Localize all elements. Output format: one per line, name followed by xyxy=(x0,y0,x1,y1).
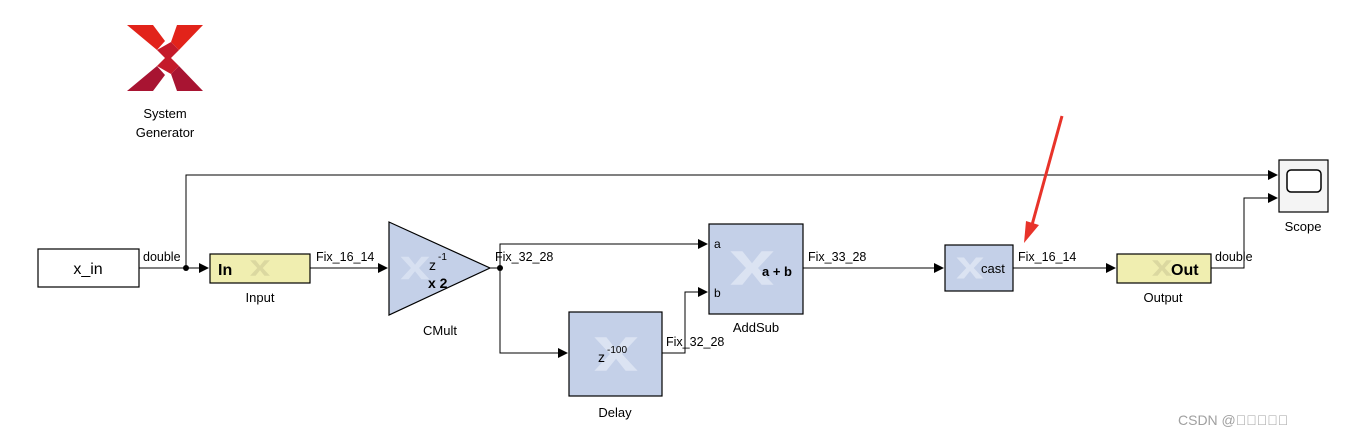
signal-label-fix-16-14-cast: Fix_16_14 xyxy=(1018,250,1076,264)
delay-block[interactable]: z -100 Delay xyxy=(568,311,663,420)
scope-screen-icon xyxy=(1286,169,1322,193)
wire-xin-scope xyxy=(185,170,1278,268)
x-in-label: x_in xyxy=(73,261,102,278)
cmult-block-name: CMult xyxy=(423,323,457,338)
logo-label-system: System xyxy=(143,106,186,121)
red-annotation-arrow-icon xyxy=(1024,115,1064,243)
addsub-block[interactable]: a b a + b AddSub xyxy=(708,223,804,335)
signal-label-double-out: double xyxy=(1215,250,1253,264)
addsub-block-name: AddSub xyxy=(733,320,779,335)
cmult-block[interactable]: z -1 x 2 CMult xyxy=(388,221,492,338)
delay-block-name: Delay xyxy=(598,405,632,420)
scope-block[interactable]: Scope xyxy=(1278,159,1329,234)
signal-label-fix-33-28: Fix_33_28 xyxy=(808,250,866,264)
cmult-gain-label: x 2 xyxy=(428,275,448,291)
csdn-watermark: CSDN @      xyxy=(1178,412,1288,428)
signal-label-fix-16-14-input: Fix_16_14 xyxy=(316,250,374,264)
signal-lines xyxy=(139,170,1278,358)
wire-cmult-delay xyxy=(499,268,568,358)
input-block-name: Input xyxy=(246,290,275,305)
gateway-in-block[interactable]: In Input xyxy=(209,253,311,305)
gateway-out-inner-label: Out xyxy=(1171,262,1199,279)
signal-label-fix-32-28-delay: Fix_32_28 xyxy=(666,335,724,349)
xilinx-logo-icon xyxy=(127,25,203,91)
logo-label-generator: Generator xyxy=(136,125,195,140)
addsub-port-b: b xyxy=(714,286,721,300)
branch-dot-input xyxy=(183,265,189,271)
gateway-out-block[interactable]: Out Output xyxy=(1116,253,1212,305)
signal-label-fix-32-28-cmult: Fix_32_28 xyxy=(495,250,553,264)
output-block-name: Output xyxy=(1143,290,1182,305)
wire-cmult-addsub-a xyxy=(490,239,708,269)
wire-output-scope xyxy=(1211,193,1278,269)
wire-delay-addsub-b xyxy=(662,287,708,354)
addsub-op-label: a + b xyxy=(762,264,792,279)
addsub-port-a: a xyxy=(714,237,721,251)
delay-z-exponent: -100 xyxy=(607,345,627,356)
gateway-in-inner-label: In xyxy=(218,262,232,279)
system-generator-logo[interactable]: System Generator xyxy=(127,25,203,140)
signal-label-double-in: double xyxy=(143,250,181,264)
cast-label: cast xyxy=(981,261,1005,276)
branch-dot-cmult xyxy=(497,265,503,271)
signal-labels: double Fix_16_14 Fix_32_28 Fix_32_28 Fix… xyxy=(143,250,1253,349)
delay-z-label: z xyxy=(598,349,605,365)
scope-block-name: Scope xyxy=(1285,219,1322,234)
x-in-block[interactable]: x_in xyxy=(37,248,140,288)
cast-block[interactable]: cast xyxy=(944,244,1014,292)
cmult-z-label: z xyxy=(429,257,436,273)
cmult-z-exponent: -1 xyxy=(438,252,447,263)
